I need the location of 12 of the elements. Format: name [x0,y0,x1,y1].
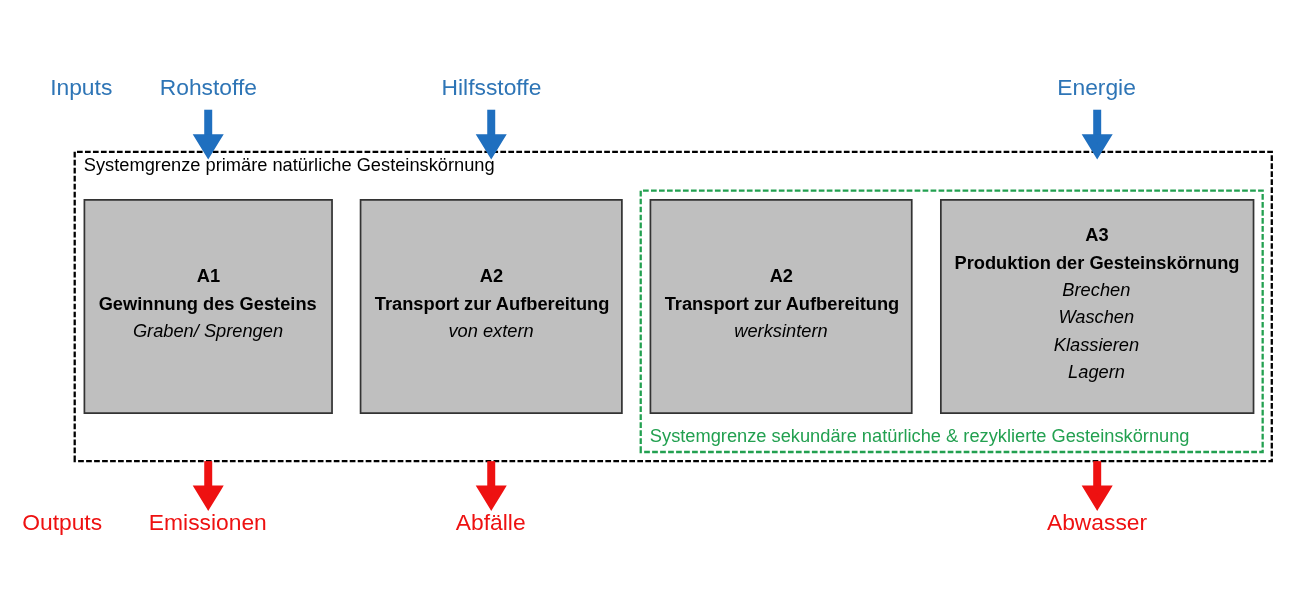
node-text: Emissionen [148,508,267,535]
node-box: A1 Gewinnung des Gesteins Graben/ Sprengen [83,198,333,415]
node-box: A2 Transport zur Aufbereitung von extern [359,198,623,415]
node-box: A3 Produktion der Gesteinskörnung Brechen Waschen Klassieren Lagern [940,198,1255,415]
node-text: Abfälle [455,508,526,535]
node-text: Abwasser [1046,508,1148,535]
node-text: Rohstoffe [159,73,257,100]
label: Inputs [50,73,113,100]
node-text: Hilfsstoffe [441,73,542,100]
node-box: A2 Transport zur Aufbereitung werksintern [649,198,913,415]
node-text: Energie [1057,73,1136,100]
label: Outputs [22,508,103,535]
